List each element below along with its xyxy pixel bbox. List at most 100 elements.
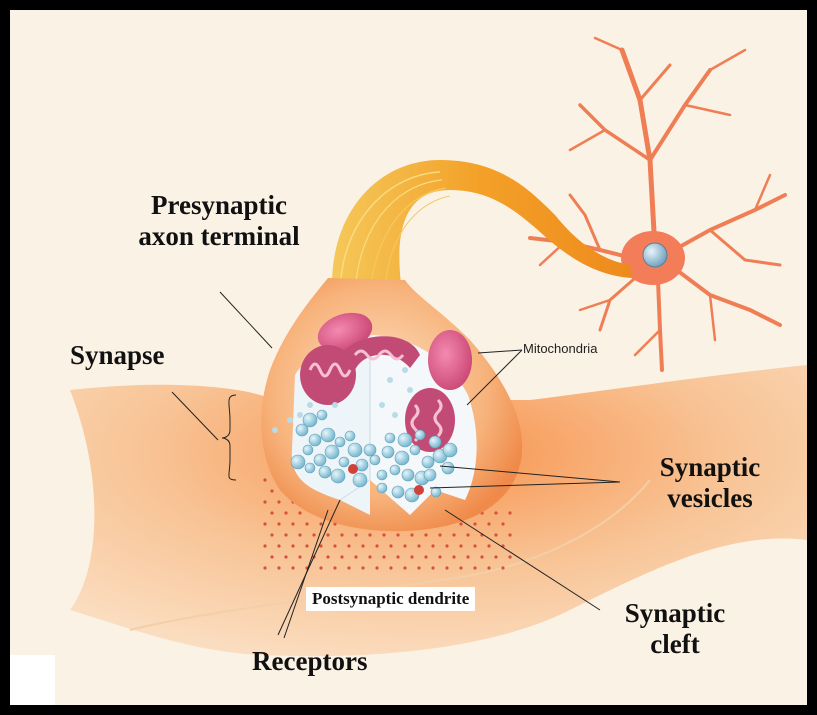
receptor-dot: [354, 533, 357, 536]
vesicle: [348, 443, 362, 457]
receptor-dot: [375, 544, 378, 547]
receptor-dot: [473, 544, 476, 547]
vesicle: [309, 434, 321, 446]
corner-patch: [10, 655, 55, 705]
receptor-dot: [270, 533, 273, 536]
vesicle: [370, 455, 380, 465]
receptor-dot: [291, 522, 294, 525]
receptor-dot: [431, 566, 434, 569]
receptor-dot: [340, 533, 343, 536]
receptor-dot: [277, 544, 280, 547]
label-synaptic-cleft-line2: cleft: [600, 629, 750, 660]
receptor-dot: [445, 566, 448, 569]
vesicle: [443, 443, 457, 457]
receptor-dot: [459, 522, 462, 525]
receptor-dot: [347, 566, 350, 569]
vesicle: [377, 470, 387, 480]
receptor-dot: [326, 533, 329, 536]
receptor-dot: [368, 555, 371, 558]
label-synaptic-vesicles-line2: vesicles: [625, 483, 795, 514]
receptor-dot: [382, 555, 385, 558]
receptor-dot: [494, 511, 497, 514]
receptor-dot: [452, 555, 455, 558]
receptor-dot: [312, 533, 315, 536]
receptor-dot: [326, 555, 329, 558]
receptor-dot: [284, 533, 287, 536]
vesicle: [339, 457, 349, 467]
label-synapse: Synapse: [70, 340, 165, 371]
vesicle-small: [379, 402, 385, 408]
receptor-dot: [298, 533, 301, 536]
receptor-dot: [424, 533, 427, 536]
receptor-dot: [263, 500, 266, 503]
vesicle-small: [272, 427, 278, 433]
receptor-dot: [305, 544, 308, 547]
vesicle: [395, 451, 409, 465]
receptor-dot: [277, 500, 280, 503]
vesicle: [382, 446, 394, 458]
receptor-dot: [438, 533, 441, 536]
vesicle: [364, 444, 376, 456]
vesicle: [291, 455, 305, 469]
receptor-dot: [396, 555, 399, 558]
receptor-dot: [501, 522, 504, 525]
neuron-cell: [530, 38, 785, 370]
receptor-dot: [375, 566, 378, 569]
receptor-dot: [333, 544, 336, 547]
vesicle: [303, 445, 313, 455]
vesicle: [303, 413, 317, 427]
receptor-dot: [277, 522, 280, 525]
vesicle-small: [392, 412, 398, 418]
vesicle: [392, 486, 404, 498]
receptor-dot: [263, 522, 266, 525]
vesicle: [431, 487, 441, 497]
label-presynaptic-line1: Presynaptic: [114, 190, 324, 221]
vesicle: [331, 469, 345, 483]
vesicle: [317, 410, 327, 420]
receptor-dot: [466, 555, 469, 558]
vesicle: [390, 465, 400, 475]
label-synaptic-cleft-line1: Synaptic: [600, 598, 750, 629]
receptor-dot: [417, 566, 420, 569]
receptor-dot: [298, 511, 301, 514]
receptor-dot: [347, 544, 350, 547]
receptor-dot: [403, 566, 406, 569]
receptor-dot: [473, 522, 476, 525]
vesicle: [398, 433, 412, 447]
vesicle: [345, 431, 355, 441]
receptor-dot: [452, 533, 455, 536]
receptor-dot: [284, 555, 287, 558]
receptor-dot: [494, 555, 497, 558]
label-mitochondria: Mitochondria: [523, 342, 597, 357]
receptor-dot: [396, 533, 399, 536]
label-synaptic-vesicles: Synaptic vesicles: [625, 452, 795, 514]
receptor-dot: [291, 566, 294, 569]
vesicle-small: [387, 377, 393, 383]
label-synaptic-cleft: Synaptic cleft: [600, 598, 750, 660]
vesicle-small: [297, 412, 303, 418]
receptor-dot: [508, 533, 511, 536]
receptor-dot: [487, 566, 490, 569]
receptor-dot: [494, 533, 497, 536]
receptor-dot: [284, 511, 287, 514]
receptor-dot: [459, 566, 462, 569]
receptor-dot: [270, 489, 273, 492]
vesicle: [353, 473, 367, 487]
receptor-dot: [417, 544, 420, 547]
receptor-dot: [305, 522, 308, 525]
receptor-dot: [508, 511, 511, 514]
receptor-dot: [438, 555, 441, 558]
receptor-dot: [270, 555, 273, 558]
receptor-dot: [410, 533, 413, 536]
receptor-dot: [410, 555, 413, 558]
label-presynaptic-line2: axon terminal: [114, 221, 324, 252]
vesicle-small: [332, 402, 338, 408]
label-receptors: Receptors: [252, 646, 367, 677]
receptor-dot: [424, 555, 427, 558]
vesicle-small: [287, 417, 293, 423]
receptor-dot: [480, 555, 483, 558]
receptor-dot: [389, 566, 392, 569]
vesicle-small: [307, 402, 313, 408]
receptor-dot: [445, 544, 448, 547]
